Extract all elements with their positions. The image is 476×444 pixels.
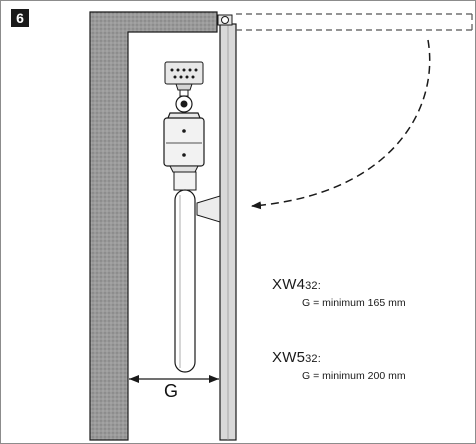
model-name: XW5 [272,349,306,366]
model-suffix: 32: [305,280,322,292]
swing-arrow [251,39,431,210]
requirement-xw532: G = minimum 200 mm [302,370,406,382]
requirement-xw432: G = minimum 165 mm [302,297,406,309]
hinge [217,14,233,26]
model-name: XW4 [272,276,306,293]
gap-dimension [129,375,219,383]
gate-bracket [196,195,221,223]
model-label-xw532: XW532: [272,349,321,366]
gate-open-dashed-outline [236,13,473,31]
step-number-badge: 6 [11,9,29,27]
gap-label: G [164,381,179,401]
pillar-bracket [164,61,204,97]
wall-section [89,11,218,441]
actuator [163,95,205,373]
model-suffix: 32: [305,353,322,365]
model-label-xw432: XW432: [272,276,321,293]
